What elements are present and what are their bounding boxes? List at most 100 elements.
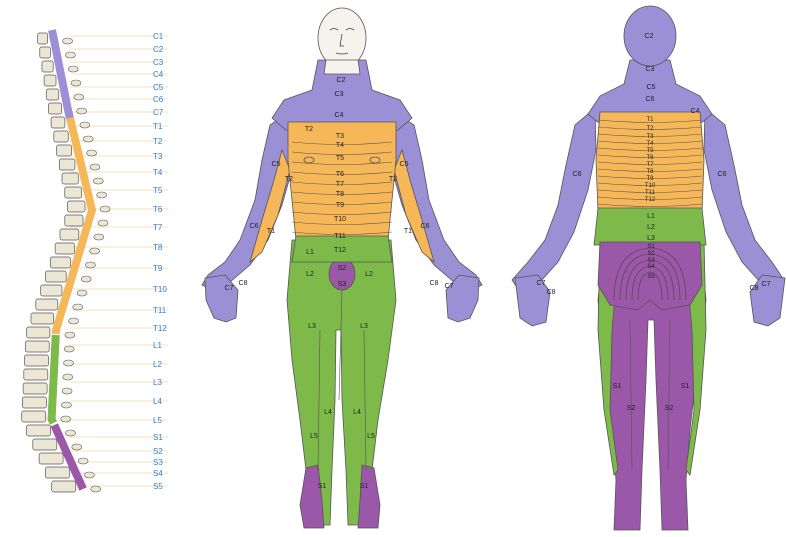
vertebral-body bbox=[40, 47, 51, 58]
front-label-t4: T4 bbox=[336, 142, 344, 149]
front-label-c2: C2 bbox=[337, 77, 346, 84]
back-label-t6: T6 bbox=[646, 155, 654, 161]
spine-label-t2: T2 bbox=[153, 137, 163, 146]
vertebral-body bbox=[33, 439, 57, 450]
spine-label-c6: C6 bbox=[153, 95, 164, 104]
spinous-process bbox=[98, 220, 108, 226]
front-shin-label: L5 bbox=[367, 433, 375, 440]
vertebral-body bbox=[44, 75, 56, 86]
front-arm-right-label: C6 bbox=[250, 223, 259, 230]
spine-label-t7: T7 bbox=[153, 223, 163, 232]
back-label-t2: T2 bbox=[646, 126, 654, 132]
spine-label-t5: T5 bbox=[153, 186, 163, 195]
vertebral-body bbox=[36, 299, 58, 310]
spinous-process bbox=[77, 290, 87, 296]
back-neck-label: C3 bbox=[646, 66, 655, 73]
front-label-c3: C3 bbox=[335, 91, 344, 98]
back-lumbar-label: L1 bbox=[647, 213, 655, 220]
vertebral-body bbox=[39, 453, 63, 464]
front-arm-left-label: C5 bbox=[400, 161, 409, 168]
spine-label-t4: T4 bbox=[153, 168, 163, 177]
spine-label-s3: S3 bbox=[153, 458, 163, 467]
back-label-t9: T9 bbox=[646, 176, 654, 182]
vertebral-body bbox=[22, 397, 46, 408]
front-foot-label: S1 bbox=[360, 483, 369, 490]
back-label-t8: T8 bbox=[646, 169, 654, 175]
back-hand-right-label: C8 bbox=[750, 285, 759, 292]
back-label-t5: T5 bbox=[646, 148, 654, 154]
spine-label-s1: S1 bbox=[153, 433, 163, 442]
spine-label-t12: T12 bbox=[153, 324, 167, 333]
spine-label-l4: L4 bbox=[153, 397, 162, 406]
spine-label-t8: T8 bbox=[153, 243, 163, 252]
front-hand-right-label: C7 bbox=[225, 285, 234, 292]
spinous-process bbox=[77, 108, 87, 114]
spine-label-c2: C2 bbox=[153, 45, 164, 54]
back-label-t10: T10 bbox=[645, 183, 656, 189]
front-shin-label: L4 bbox=[353, 409, 361, 416]
front-groin-label: S3 bbox=[338, 281, 347, 288]
front-groin-label: S2 bbox=[338, 265, 347, 272]
vertebral-body bbox=[55, 243, 74, 254]
vertebral-body bbox=[57, 145, 72, 156]
vertebral-body bbox=[27, 425, 51, 436]
spinous-process bbox=[66, 430, 76, 436]
vertebral-body bbox=[52, 481, 76, 492]
spine-label-l3: L3 bbox=[153, 378, 162, 387]
spine-label-c4: C4 bbox=[153, 70, 164, 79]
vertebral-body bbox=[65, 215, 83, 226]
spinous-process bbox=[90, 248, 100, 254]
spinous-process bbox=[61, 416, 71, 422]
back-arm-label: C6 bbox=[718, 171, 727, 178]
vertebral-body bbox=[45, 271, 66, 282]
vertebral-body bbox=[60, 229, 79, 240]
front-label-t7: T7 bbox=[336, 181, 344, 188]
front-hand-right bbox=[205, 275, 238, 322]
spinous-process bbox=[93, 178, 103, 184]
front-label-t9: T9 bbox=[336, 202, 344, 209]
back-arm-left bbox=[704, 108, 784, 292]
front-groin-label: L1 bbox=[306, 249, 314, 256]
vertebral-body bbox=[41, 285, 62, 296]
spinous-process bbox=[64, 360, 74, 366]
spinous-process bbox=[69, 318, 79, 324]
spine-label-c5: C5 bbox=[153, 83, 164, 92]
vertebral-body bbox=[25, 341, 49, 352]
front-foot-left-s1 bbox=[358, 465, 380, 528]
front-arm-right-label: T2 bbox=[285, 176, 293, 183]
back-neck-label: C5 bbox=[647, 84, 656, 91]
back-leg-label: S1 bbox=[613, 383, 622, 390]
spinous-process bbox=[78, 458, 88, 464]
front-label-t2: T2 bbox=[305, 126, 313, 133]
front-label-t12: T12 bbox=[334, 247, 346, 254]
spinous-process bbox=[72, 444, 82, 450]
vertebral-body bbox=[50, 257, 70, 268]
front-thigh-label: L3 bbox=[308, 323, 316, 330]
front-thigh-label: L2 bbox=[365, 271, 373, 278]
front-label-t10: T10 bbox=[334, 216, 346, 223]
front-hand-left-label: C8 bbox=[430, 280, 439, 287]
spinous-process bbox=[65, 52, 75, 58]
back-arm-label: C6 bbox=[573, 171, 582, 178]
spinous-process bbox=[90, 164, 100, 170]
vertebral-body bbox=[54, 131, 68, 142]
spinous-process bbox=[64, 346, 74, 352]
spine-level-labels: C1C2C3C4C5C6C7T1T2T3T4T5T6T7T8T9T10T11T1… bbox=[153, 32, 167, 491]
back-hand-left-label: C7 bbox=[537, 280, 546, 287]
spine-label-t1: T1 bbox=[153, 122, 163, 131]
vertebral-body bbox=[23, 383, 47, 394]
spine-label-c1: C1 bbox=[153, 32, 164, 41]
front-shin-label: L4 bbox=[324, 409, 332, 416]
spinous-process bbox=[83, 136, 93, 142]
back-label-c4: C4 bbox=[691, 108, 700, 115]
back-leg-label: S2 bbox=[627, 405, 636, 412]
vertebral-body bbox=[38, 33, 48, 44]
spine-label-t10: T10 bbox=[153, 285, 167, 294]
spinous-process bbox=[81, 276, 91, 282]
vertebral-body bbox=[65, 187, 82, 198]
spinous-process bbox=[74, 94, 84, 100]
back-neck-label: C6 bbox=[646, 96, 655, 103]
spinal-cord-segment bbox=[52, 335, 56, 423]
spinous-process bbox=[61, 402, 71, 408]
